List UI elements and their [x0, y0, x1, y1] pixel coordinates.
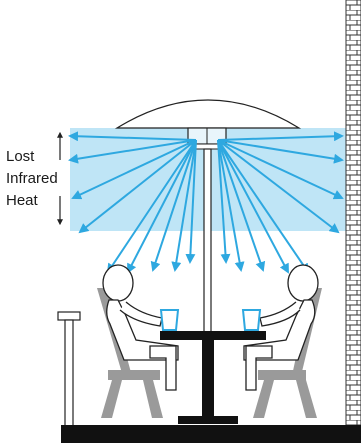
- drinking-glass-icon: [243, 310, 260, 330]
- drinking-glass-icon: [161, 310, 178, 330]
- ground: [61, 425, 361, 443]
- side-stand: [58, 312, 80, 426]
- brick-wall-icon: [346, 0, 361, 428]
- lost-heat-label-line-1: Lost: [6, 148, 34, 166]
- lost-heat-label-line-2: Infrared: [6, 170, 58, 188]
- lost-heat-label-line-3: Heat: [6, 192, 38, 210]
- heater-dome: [117, 100, 299, 128]
